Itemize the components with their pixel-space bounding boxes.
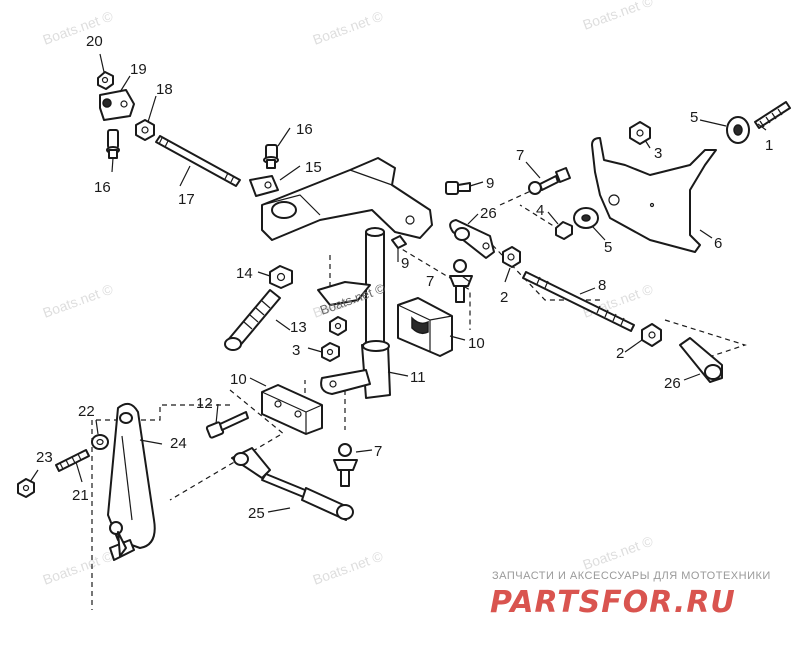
part-7-ball-stud — [449, 259, 473, 303]
part-16-pin — [263, 144, 279, 169]
watermark-text: Boats.net © — [41, 547, 116, 587]
part-24-lever — [107, 402, 156, 561]
watermark-text: Boats.net © — [581, 0, 656, 33]
callout-22: 22 — [78, 403, 95, 420]
part-3-nut — [329, 316, 347, 336]
callout-8: 8 — [598, 277, 606, 294]
callout-2: 2 — [500, 289, 508, 306]
brand-logo-part1: PARTS — [490, 585, 601, 620]
part-22-washer — [91, 434, 109, 450]
part-8-threaded-rod — [522, 271, 635, 332]
callout-5: 5 — [604, 239, 612, 256]
callout-16: 16 — [296, 121, 313, 138]
callout-14: 14 — [236, 265, 253, 282]
part-7-ball-stud — [528, 167, 571, 195]
callout-9: 9 — [401, 255, 409, 272]
watermark-text: Boats.net © — [41, 7, 116, 47]
callout-20: 20 — [86, 33, 103, 50]
part-2-nut — [502, 246, 521, 268]
callout-19: 19 — [130, 61, 147, 78]
part-4-nut — [555, 221, 573, 240]
callout-5: 5 — [690, 109, 698, 126]
part-25-link-rod — [231, 447, 354, 521]
part-12-screw — [205, 411, 249, 439]
part-3-nut — [629, 121, 651, 145]
callout-7: 7 — [516, 147, 524, 164]
watermark-text: Boats.net © — [581, 280, 656, 320]
callout-18: 18 — [156, 81, 173, 98]
part-3-nut — [321, 342, 340, 362]
part-9-screw — [445, 181, 471, 195]
part-link-plate — [317, 281, 371, 306]
brand-logo: PARTSFOR.RU — [490, 585, 736, 620]
callout-11: 11 — [410, 369, 426, 386]
callout-3: 3 — [654, 145, 662, 162]
callout-7: 7 — [374, 443, 382, 460]
brand-logo-part2: FOR.RU — [601, 585, 736, 620]
callout-4: 4 — [536, 202, 544, 219]
part-10-bracket — [397, 297, 453, 357]
callout-6: 6 — [714, 235, 722, 252]
callout-21: 21 — [72, 487, 89, 504]
callout-9: 9 — [486, 175, 494, 192]
part-9-screw — [391, 235, 407, 249]
footer-branding: ЗАПЧАСТИ И АКСЕССУАРЫ ДЛЯ МОТОТЕХНИКИ PA… — [490, 570, 771, 620]
part-2-nut — [641, 323, 662, 347]
callout-10: 10 — [468, 335, 485, 352]
callout-25: 25 — [248, 505, 265, 522]
callout-7: 7 — [426, 273, 434, 290]
part-26-rod-end — [679, 337, 723, 383]
footer-tagline: ЗАПЧАСТИ И АКСЕССУАРЫ ДЛЯ МОТОТЕХНИКИ — [492, 570, 771, 582]
callout-10: 10 — [230, 371, 247, 388]
callout-24: 24 — [170, 435, 187, 452]
callout-26: 26 — [664, 375, 681, 392]
part-13-adjust-screw — [224, 289, 281, 351]
part-17-rod — [155, 135, 241, 187]
callout-2: 2 — [616, 345, 624, 362]
callout-1: 1 — [765, 137, 773, 154]
part-6-bracket — [591, 137, 717, 253]
part-10-bracket — [261, 384, 323, 435]
callout-16: 16 — [94, 179, 111, 196]
part-20-nut — [97, 71, 114, 90]
part-5-washer — [573, 207, 599, 229]
part-11-lever — [320, 369, 371, 395]
part-7-ball-stud — [333, 443, 358, 487]
watermark-text: Boats.net © — [581, 532, 656, 572]
part-23-nut — [17, 478, 35, 498]
watermark-text: Boats.net © — [311, 547, 386, 587]
part-15-clip — [249, 175, 279, 197]
callout-13: 13 — [290, 319, 307, 336]
callout-26: 26 — [480, 205, 497, 222]
callout-15: 15 — [305, 159, 322, 176]
watermark-text: Boats.net © — [311, 7, 386, 47]
part-5-washer — [726, 116, 750, 144]
part-14-nut — [269, 265, 293, 289]
part-1-stud — [754, 101, 791, 129]
callout-12: 12 — [196, 395, 213, 412]
callout-23: 23 — [36, 449, 53, 466]
part-26-rod-end — [449, 219, 495, 259]
leader-lines — [29, 53, 767, 513]
part-21-spring — [55, 449, 90, 472]
part-19-clevis — [99, 89, 135, 121]
callout-3: 3 — [292, 342, 300, 359]
part-18-nut — [135, 119, 155, 141]
part-16-pin — [106, 129, 120, 159]
callout-17: 17 — [178, 191, 195, 208]
watermark-text: Boats.net © — [41, 280, 116, 320]
callout-numbers: 1 5 3 6 5 4 7 9 26 2 8 2 26 7 9 10 11 7 … — [36, 33, 773, 522]
